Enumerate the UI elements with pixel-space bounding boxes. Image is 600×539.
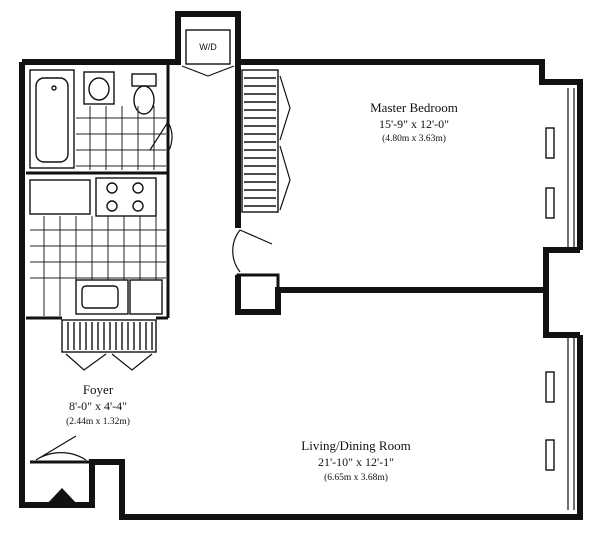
interior-walls	[26, 62, 546, 320]
master-bedroom-name: Master Bedroom	[370, 100, 458, 115]
bathroom	[29, 69, 173, 170]
entry-arrow-icon	[46, 488, 78, 505]
wall-top-right	[238, 59, 583, 250]
kitchen-counter	[29, 179, 91, 215]
wall-right-column	[543, 247, 580, 338]
label-master-bedroom: Master Bedroom 15'-9" x 12'-0" (4.80m x …	[370, 100, 458, 144]
bedroom-closet	[241, 69, 291, 213]
exterior-walls	[19, 11, 583, 520]
windows-right	[545, 88, 575, 510]
wall-left-bottom	[19, 62, 583, 520]
wall-top-left	[22, 11, 241, 65]
kitchen	[29, 177, 166, 316]
bathroom-door	[149, 121, 173, 153]
living-dining-dimensions: 21'-10" x 12'-1"	[318, 455, 394, 469]
living-dining-metric: (6.65m x 3.68m)	[324, 472, 388, 483]
dishwasher	[129, 279, 163, 315]
foyer-dimensions: 8'-0" x 4'-4"	[69, 399, 127, 413]
foyer-metric: (2.44m x 1.32m)	[66, 416, 130, 427]
stove	[95, 177, 157, 217]
bedroom-door	[232, 229, 273, 273]
washer-dryer-label: W/D	[199, 42, 217, 52]
toilet	[133, 85, 155, 115]
master-bedroom-dimensions: 15'-9" x 12'-0"	[379, 117, 449, 131]
living-dining-name: Living/Dining Room	[301, 438, 410, 453]
toilet-tank	[131, 73, 157, 87]
master-bedroom-metric: (4.80m x 3.63m)	[382, 133, 446, 144]
washer-dryer-closet: W/D	[181, 29, 235, 77]
label-living-dining: Living/Dining Room 21'-10" x 12'-1" (6.6…	[301, 438, 410, 483]
foyer-name: Foyer	[83, 382, 114, 397]
label-foyer: Foyer 8'-0" x 4'-4" (2.44m x 1.32m)	[66, 382, 130, 427]
foyer-closet	[61, 319, 157, 371]
entry-door	[30, 435, 92, 464]
